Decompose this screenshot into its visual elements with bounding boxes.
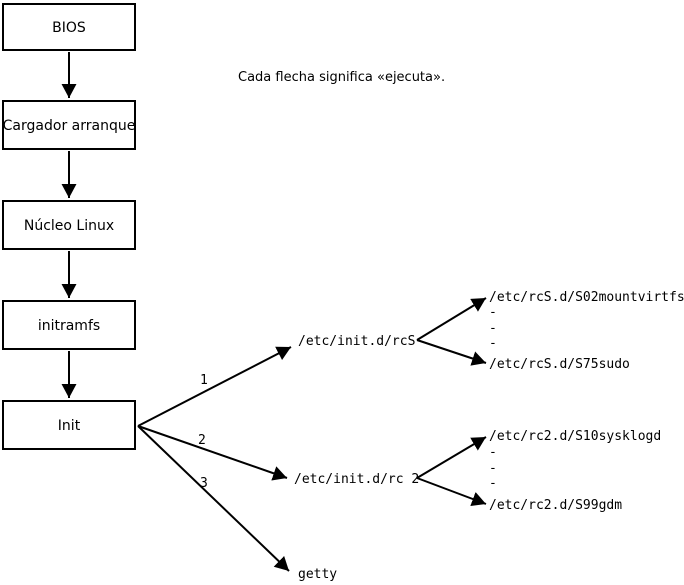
rc2-ellipsis-dash-2: -: [489, 461, 497, 476]
rcs-target-label: /etc/init.d/rcS: [298, 334, 415, 349]
arrow-init-to-rc2: [137, 425, 288, 481]
arrow-rc2-to-last-script: [416, 477, 487, 507]
rcs-ellipsis-dash-1: -: [489, 305, 497, 320]
box-init: [2, 400, 136, 450]
rc2-target-label: /etc/init.d/rc 2: [294, 472, 419, 487]
branch-number-1: 1: [200, 373, 208, 388]
rc2-ellipsis-dash-1: -: [489, 445, 497, 460]
box-bios: [2, 3, 136, 51]
rc2-last-script-label: /etc/rc2.d/S99gdm: [489, 498, 622, 513]
box-initramfs: [2, 300, 136, 350]
rcs-ellipsis-dash-3: -: [489, 336, 497, 351]
box-nucleo-linux-label: Núcleo Linux: [24, 218, 114, 234]
arrow-rcs-to-first-script: [416, 297, 487, 341]
box-nucleo-linux: [2, 200, 136, 250]
arrow-init-to-getty: [137, 425, 290, 572]
rc2-ellipsis-dash-3: -: [489, 476, 497, 491]
getty-target-label: getty: [298, 567, 337, 582]
rcs-last-script-label: /etc/rcS.d/S75sudo: [489, 357, 630, 372]
arrow-rc2-to-first-script: [416, 436, 487, 479]
arrow-rcs-to-last-script: [416, 339, 487, 366]
arrow-init-to-rcs: [137, 346, 292, 427]
box-cargador-arranque-label: Cargador arranque: [3, 118, 136, 134]
box-initramfs-label: initramfs: [38, 318, 100, 334]
rcs-first-script-label: /etc/rcS.d/S02mountvirtfs: [489, 290, 684, 305]
branch-number-2: 2: [198, 433, 206, 448]
box-bios-label: BIOS: [52, 20, 86, 36]
note-text: Cada flecha significa «ejecuta».: [238, 70, 445, 85]
rc2-first-script-label: /etc/rc2.d/S10sysklogd: [489, 429, 661, 444]
box-init-label: Init: [58, 418, 81, 434]
box-cargador-arranque: [2, 100, 136, 150]
rcs-ellipsis-dash-2: -: [489, 321, 497, 336]
branch-number-3: 3: [200, 476, 208, 491]
